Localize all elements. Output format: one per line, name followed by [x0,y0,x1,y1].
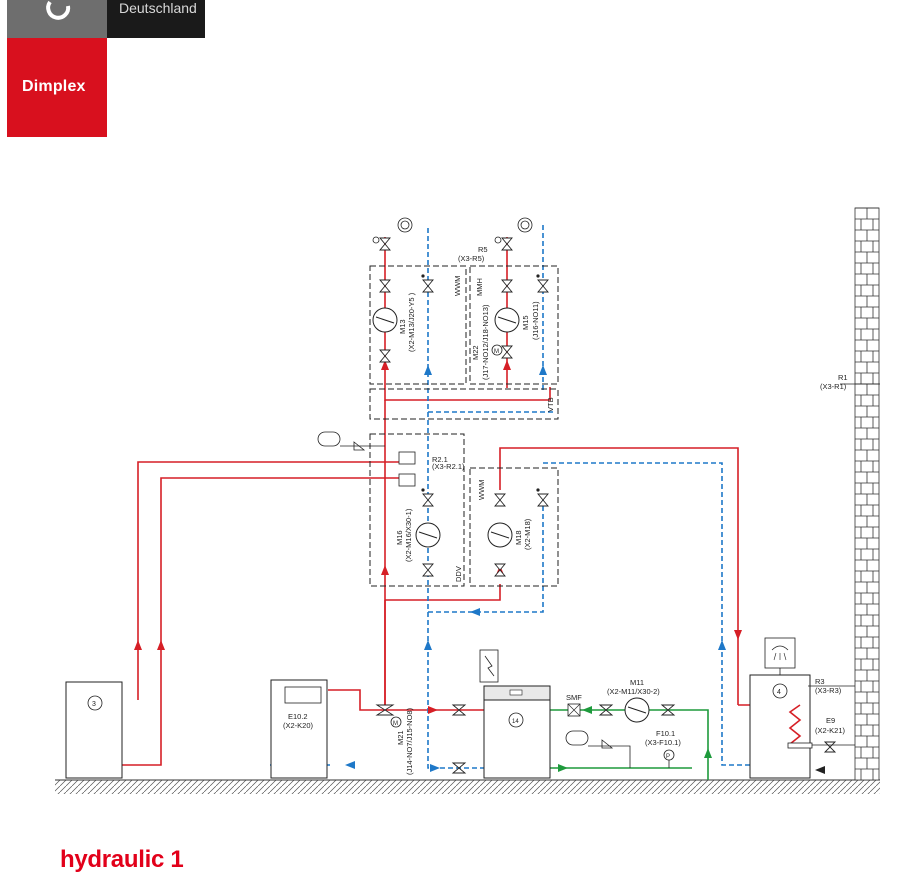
e10-2-label: E10.2 [288,712,308,721]
m21-label: M21 [396,730,405,745]
f10-1-symbol: P [666,754,670,760]
m15-terminal: (J16-NO11) [531,301,540,340]
safety-valve-icons [340,441,631,768]
unit-3-box [65,681,123,779]
r1-terminal: (X3-R1) [820,382,847,391]
r5-label: R5 [478,245,488,254]
heat-pump-unit [479,649,551,779]
svg-text:M: M [393,721,398,727]
r1-label: R1 [838,373,848,382]
m16-terminal: (X2-M16/X30-1) [404,508,413,562]
motor-icons [390,344,503,728]
m21-terminal: (J14-NO7/J15-NO8) [405,707,414,775]
valve-icons [375,237,837,774]
r3-label: R3 [815,677,825,686]
wwm-top-label: WWM [453,276,462,296]
expansion-vessel-icons [317,431,589,746]
smf-strainer [567,703,581,717]
gauge-icons [372,217,533,244]
m11-terminal: (X2-M11/X30-2) [607,687,660,696]
e9-terminal: (X2-K21) [815,726,846,735]
pump-icons [372,307,650,723]
ground-line [55,779,880,794]
m13-label: M13 [398,319,407,334]
m15-label: M15 [521,315,530,330]
m11-label: M11 [630,678,644,687]
tank-4-label: 4 [777,689,781,696]
m13-terminal: (X2-M13/J20-Y5 ) [407,292,416,352]
country-label: Deutschland [119,0,197,16]
heat-exchanger-icons [398,451,416,487]
ddv-label: DDV [454,566,463,582]
supply-pipes [122,237,800,766]
m16-label: M16 [395,530,404,545]
m18-terminal: (X2-M18) [523,518,532,550]
component-labels: R5 (X3-R5) WWM MMH M13 (X2-M13/J20-Y5 ) … [92,245,848,775]
svg-text:M: M [494,349,499,355]
m22-terminal: (J17-NO12/J18-NO13) [481,304,490,380]
mmh-label: MMH [475,278,484,296]
brand-logo: Dimplex [22,78,86,95]
sensor-dots [421,274,540,492]
logo-black-block [107,0,205,38]
page-title: hydraulic 1 [60,846,184,873]
pressure-switch-icon [663,749,675,768]
r21-terminal: (X3-R2.1) [432,462,465,471]
smf-label: SMF [566,693,582,702]
e10-2-box [270,679,328,779]
hot-water-tank [749,383,880,779]
r5-terminal: (X3-R5) [458,254,485,263]
wwm-mid-label: WWM [477,480,486,500]
m18-label: M18 [514,530,523,545]
unit-3-label: 3 [92,701,96,708]
module-boxes [369,265,559,587]
f10-1-label: F10.1 [656,729,675,738]
heat-pump-label: 14 [512,719,519,725]
r21-label: R2.1 [432,455,448,464]
brick-wall [854,207,880,781]
m22-label: M22 [471,345,480,360]
vtb-label: VTB [546,397,555,412]
f10-1-terminal: (X3-F10.1) [645,738,681,747]
r3-terminal: (X3-R3) [815,686,842,695]
e10-2-terminal: (X2-K20) [283,721,314,730]
logo-swirl-icon [46,0,71,20]
e9-label: E9 [826,716,835,725]
logo-red-block [7,38,107,137]
